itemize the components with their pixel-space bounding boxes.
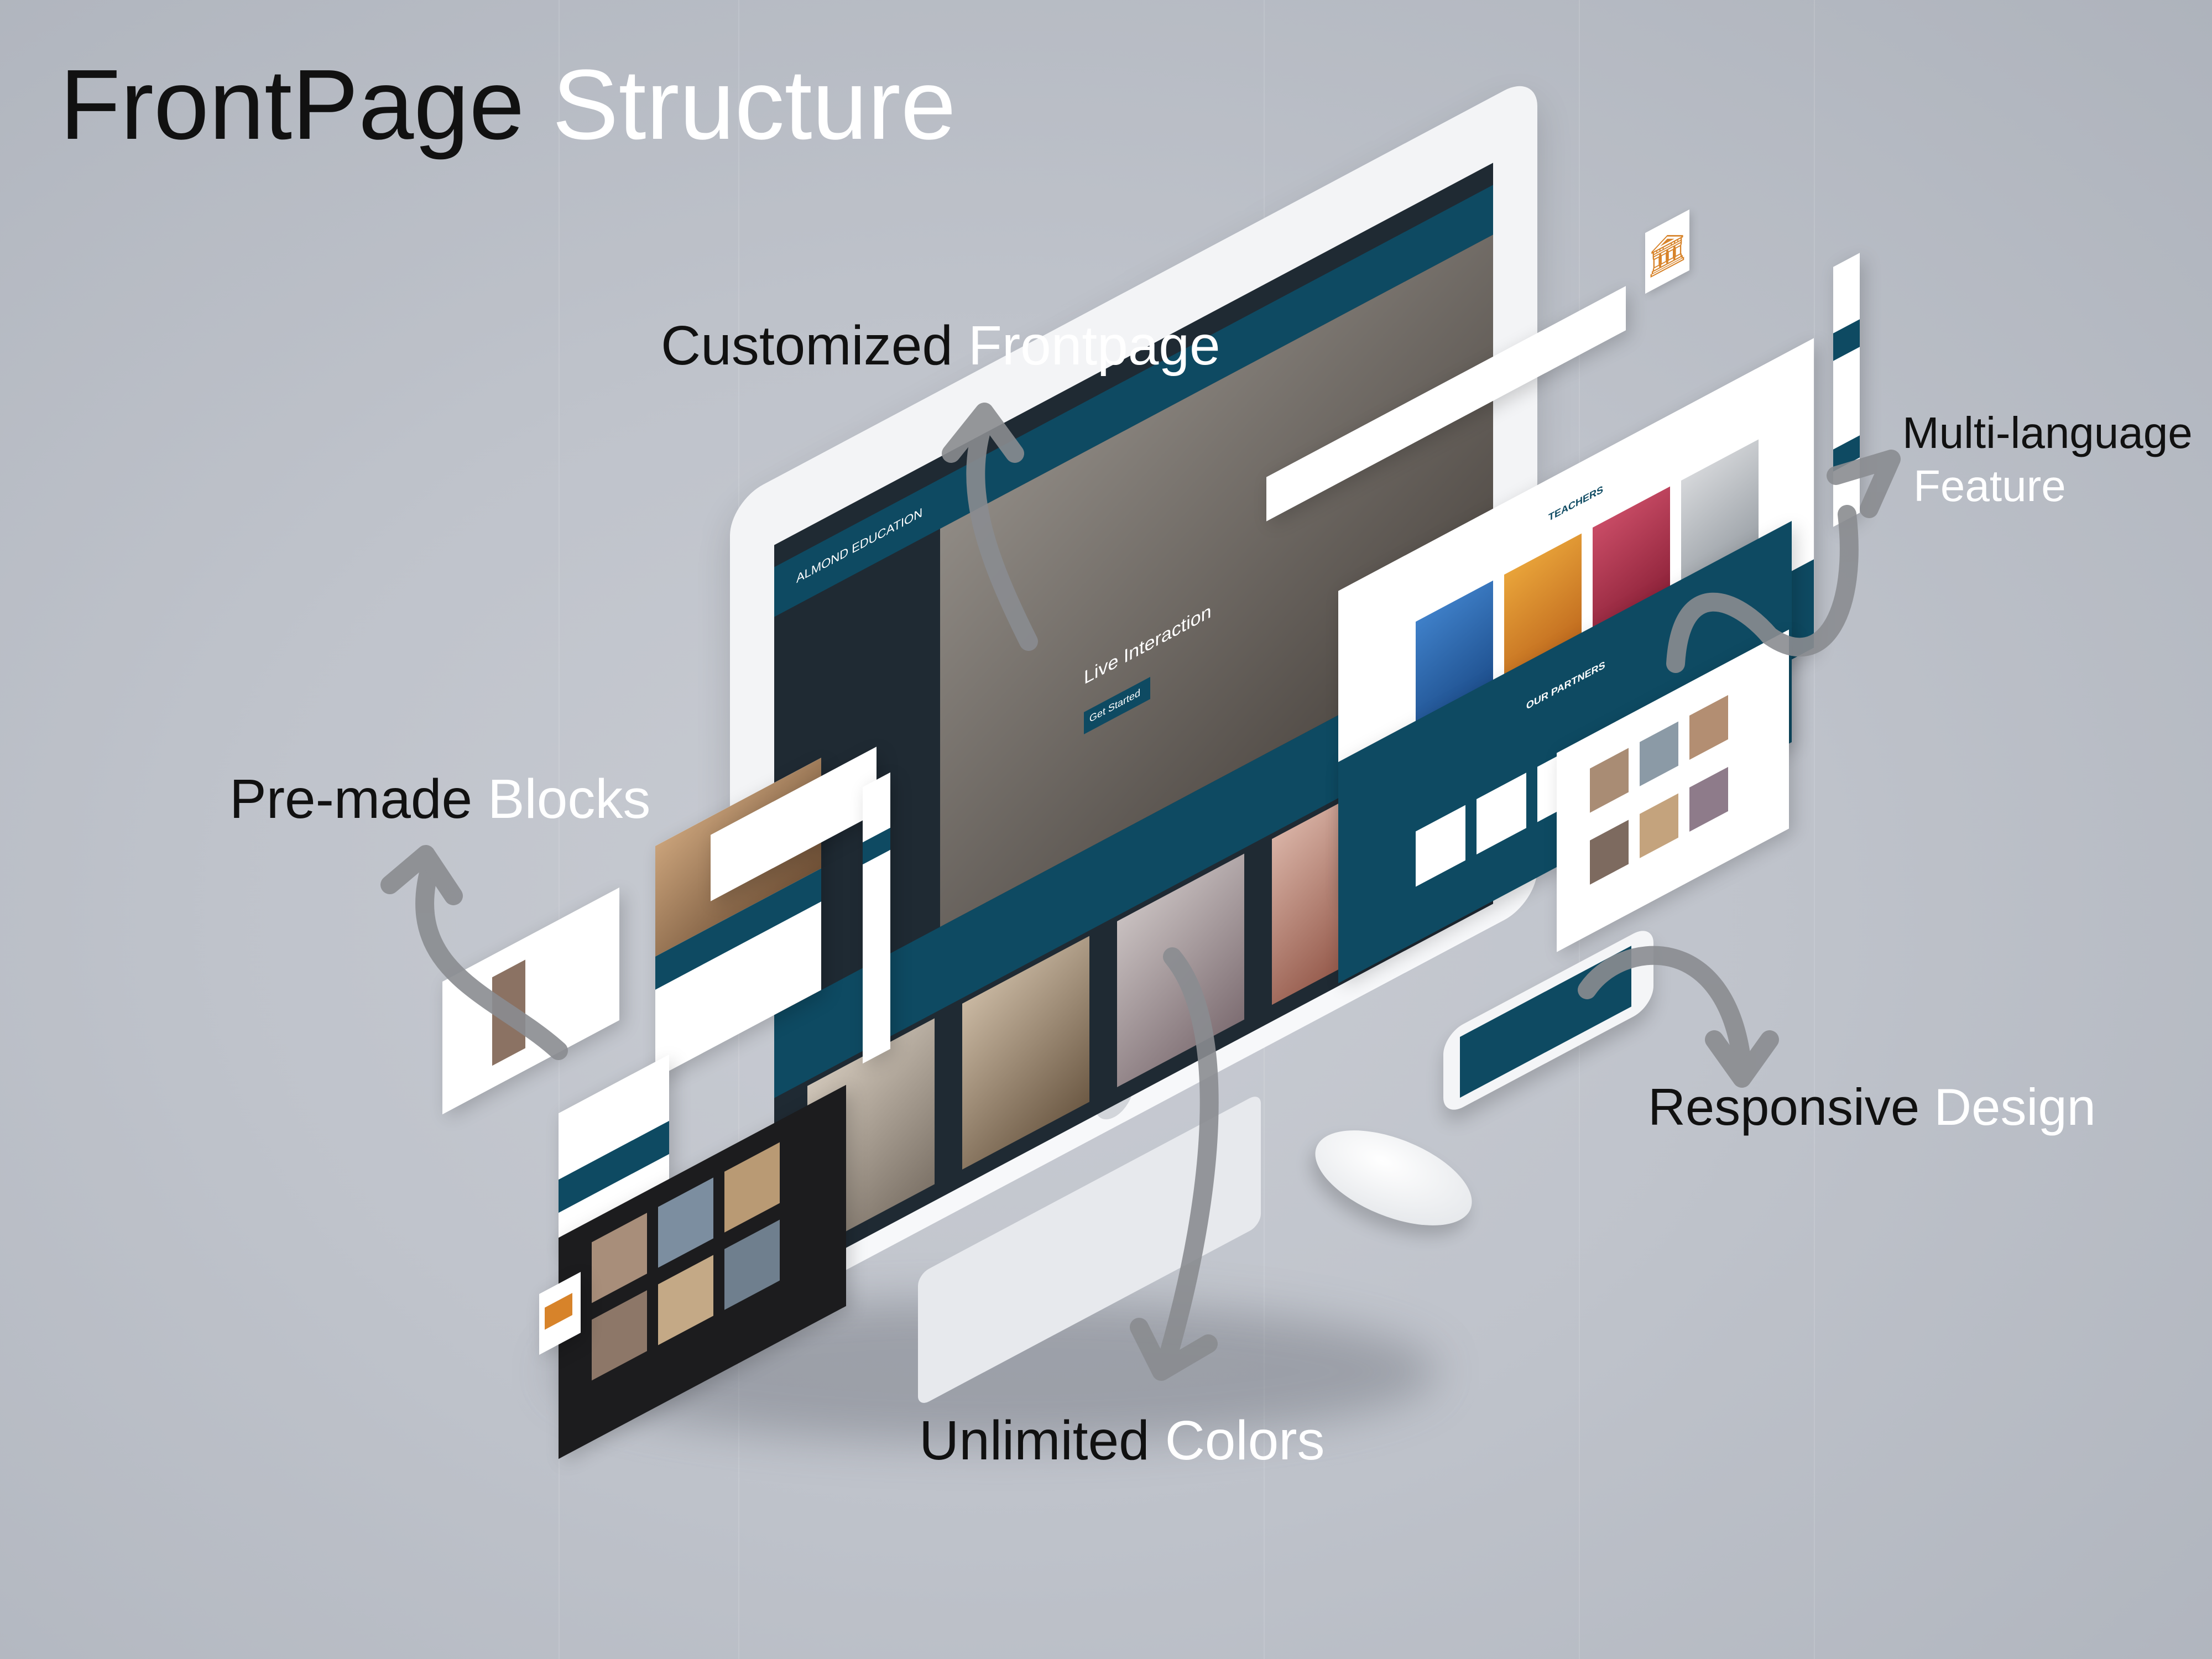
arrow-unlimited bbox=[1157, 947, 1219, 1370]
title-dark: FrontPage bbox=[60, 49, 525, 160]
arrow-head-premade bbox=[380, 845, 463, 905]
page-title: FrontPage Structure bbox=[60, 55, 956, 155]
arrow-head-customized bbox=[942, 403, 1024, 463]
title-light: Structure bbox=[552, 49, 956, 160]
arrow-premade bbox=[415, 853, 568, 1060]
label-responsive-light: Design bbox=[1934, 1078, 2096, 1136]
label-customized-dark: Customized bbox=[661, 315, 953, 377]
label-responsive-design: Responsive Design bbox=[1648, 1081, 2096, 1133]
label-premade-light: Blocks bbox=[487, 768, 651, 830]
label-customized-frontpage: Customized Frontpage bbox=[661, 318, 1220, 373]
label-premade-blocks: Pre-made Blocks bbox=[229, 771, 650, 827]
label-unlimited-dark: Unlimited bbox=[919, 1410, 1150, 1472]
arrow-responsive bbox=[1578, 946, 1751, 1071]
label-multilanguage-light: Feature bbox=[1913, 461, 2066, 510]
label-multilanguage-dark: Multi-language bbox=[1902, 408, 2193, 457]
arrow-multilanguage bbox=[1666, 505, 1859, 673]
label-customized-light: Frontpage bbox=[968, 315, 1220, 377]
label-responsive-dark: Responsive bbox=[1648, 1078, 1920, 1136]
arrow-customized bbox=[966, 411, 1038, 651]
arrow-head-multilanguage bbox=[1827, 450, 1901, 518]
arrow-head-unlimited bbox=[1130, 1318, 1218, 1381]
arrow-head-responsive bbox=[1705, 1030, 1779, 1088]
label-premade-dark: Pre-made bbox=[229, 768, 473, 830]
label-multilanguage-feature: Multi-language Feature bbox=[1902, 406, 2193, 513]
label-unlimited-colors: Unlimited Colors bbox=[919, 1413, 1325, 1468]
label-unlimited-light: Colors bbox=[1165, 1410, 1325, 1472]
